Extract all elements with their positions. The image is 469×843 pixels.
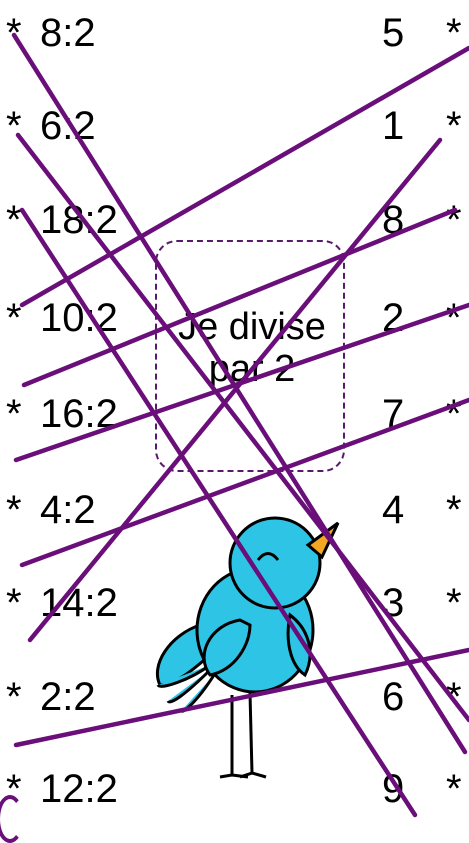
match-line [22, 48, 469, 305]
match-line [30, 140, 440, 640]
match-line [14, 35, 465, 752]
match-line [18, 135, 469, 720]
corner-arc [0, 795, 24, 843]
match-line [22, 210, 415, 815]
match-line [16, 650, 469, 745]
matching-lines [0, 0, 469, 819]
match-line [22, 400, 469, 565]
match-line [24, 210, 455, 385]
